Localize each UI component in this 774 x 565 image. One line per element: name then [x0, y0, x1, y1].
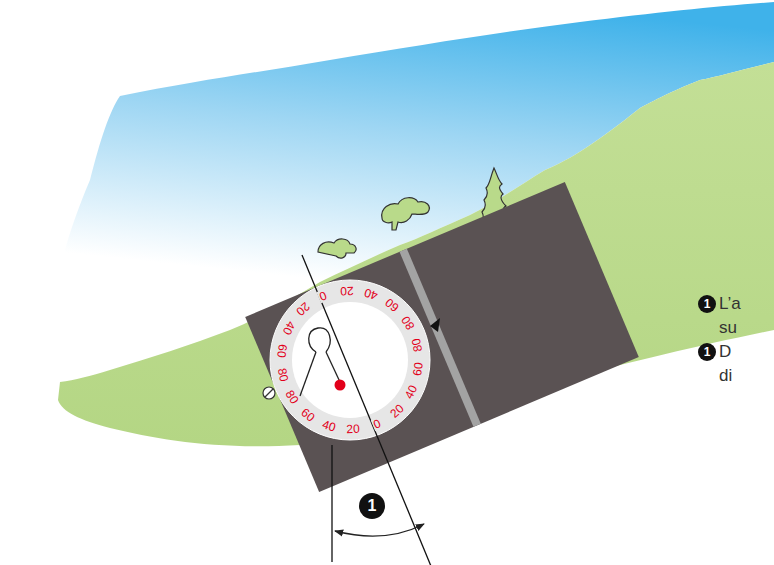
legend-note: L’a su [719, 292, 741, 340]
scale-number: 20 [339, 285, 355, 298]
dial-face [292, 302, 408, 418]
scale-number: 20 [345, 423, 361, 436]
legend-note: D di [719, 340, 732, 388]
callout-number: 1 [704, 298, 711, 310]
scale-number: 80 [410, 336, 425, 354]
bush [382, 198, 430, 230]
callout-disc [698, 343, 716, 361]
index-mark [430, 318, 440, 332]
screw-symbol [263, 387, 275, 399]
callout-number: 1 [704, 346, 711, 358]
clinometer-body [245, 182, 639, 492]
instrument-axis [302, 255, 438, 565]
scale-number: 80 [275, 366, 290, 384]
pendulum-bob [335, 380, 346, 391]
bush [318, 239, 356, 258]
callout-disc [698, 295, 716, 313]
scale-number: 60 [411, 360, 425, 377]
callout-disc [359, 493, 385, 519]
angle-arc [335, 524, 424, 536]
dial-ring [270, 280, 430, 440]
callout-number: 1 [368, 498, 377, 514]
scale-number: 60 [275, 343, 289, 360]
pendulum [300, 328, 340, 396]
vertical-line [331, 445, 332, 562]
